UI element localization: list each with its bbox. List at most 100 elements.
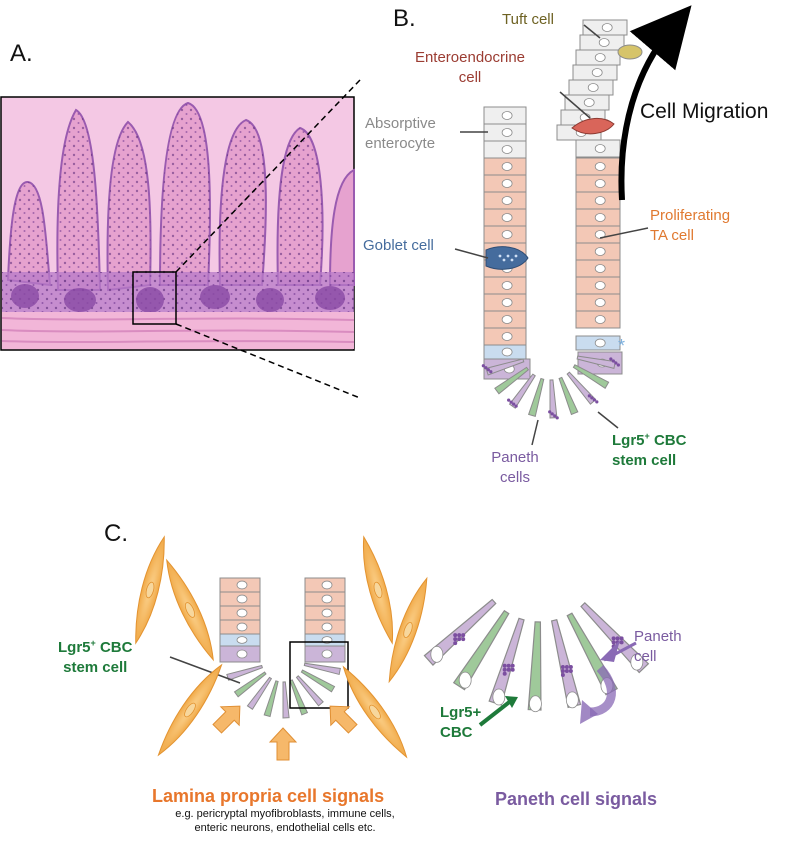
paneth-cell — [282, 681, 290, 719]
enterocyte-cell — [483, 106, 527, 125]
stem-cell — [233, 671, 267, 698]
ta-cell — [304, 605, 346, 621]
paneth-cell — [304, 645, 346, 663]
ta-cell — [304, 619, 346, 635]
panel-b-label: B. — [393, 5, 416, 32]
ta-cell — [575, 276, 621, 295]
stem-cell — [558, 376, 579, 416]
lgr5-stem-label-b: Lgr5+ CBC stem cell — [612, 431, 687, 469]
paneth-cell — [226, 664, 264, 681]
stem-cell — [527, 377, 545, 417]
tuft-cell — [617, 44, 643, 60]
ta-cell — [483, 208, 527, 227]
paneth-cells-label-b: Paneth cells — [491, 449, 539, 486]
stem-cell — [263, 680, 279, 718]
ta-cell — [575, 242, 621, 261]
enterocyte-cell — [483, 140, 527, 159]
ta-cell — [575, 157, 621, 176]
enterocyte-cell — [575, 49, 621, 66]
ta-cell — [483, 327, 527, 346]
ta-cell — [483, 310, 527, 329]
ta-cell — [304, 577, 346, 593]
signal-arrow — [212, 705, 241, 734]
zoom-line-bottom — [175, 323, 361, 399]
lamina-propria-title: Lamina propria cell signals — [152, 786, 385, 806]
ta-cell — [483, 174, 527, 193]
stem-cell — [572, 364, 610, 389]
paneth-cell — [485, 358, 525, 376]
enterocyte-cell — [572, 64, 618, 81]
signal-arrows — [212, 705, 358, 761]
stem-cell — [300, 669, 336, 693]
enteroendocrine-cell — [571, 118, 615, 135]
crypt-diagram-small — [219, 577, 346, 719]
ta-cell — [219, 619, 261, 635]
crypt-villus-diagram — [481, 19, 643, 420]
fibroblast-cell — [157, 663, 223, 757]
signal-arrow — [329, 705, 358, 734]
ta-cell — [483, 225, 527, 244]
transit-cell — [304, 633, 346, 647]
paneth-cell — [508, 373, 536, 409]
fibroblast-cell — [388, 576, 428, 684]
paneth-cell — [295, 675, 324, 707]
ta-cell — [483, 276, 527, 295]
tuft-cell-label: Tuft cell — [502, 11, 554, 28]
paneth-signal-arrow — [589, 664, 616, 717]
ta-cell — [219, 591, 261, 607]
fibroblast-cell — [166, 558, 214, 662]
ta-cell — [219, 577, 261, 593]
stem-cell — [289, 679, 309, 716]
fibroblast-cell — [135, 535, 165, 645]
paneth-cell — [488, 617, 525, 706]
paneth-signals-title: Paneth cell signals — [495, 789, 658, 809]
lamina-propria-examples: e.g. pericryptal myofibroblasts, immune … — [175, 808, 395, 834]
ta-cell — [575, 191, 621, 210]
goblet-cell — [485, 246, 529, 270]
enteroendocrine-label: Enteroendocrine cell — [414, 49, 526, 86]
signal-arrow — [268, 727, 298, 761]
paneth-cell — [550, 618, 582, 709]
enterocyte-cell — [568, 79, 614, 96]
stem-leader-c — [169, 656, 241, 684]
ta-cell — [219, 605, 261, 621]
stem-pointer-c — [478, 698, 514, 727]
lgr5-cbc-zoom-label: Lgr5+ CBC — [440, 704, 482, 741]
ta-cell — [304, 591, 346, 607]
migration-arrow — [618, 5, 692, 201]
fibroblast-cell — [342, 665, 408, 759]
stem-cell — [452, 609, 510, 691]
ta-cell — [483, 191, 527, 210]
ta-cell — [575, 259, 621, 278]
absorptive-enterocyte-label: Absorptive enterocyte — [365, 115, 436, 152]
cell-migration-label: Cell Migration — [640, 100, 769, 123]
enterocyte-cell — [579, 34, 625, 51]
enterocyte-cell — [582, 19, 628, 36]
enterocyte-cell — [575, 139, 621, 158]
histology-panel — [0, 96, 355, 351]
panel-c-label: C. — [104, 520, 128, 547]
transit-cell — [483, 344, 527, 360]
ta-cell — [575, 293, 621, 312]
lamina-propria-cells — [135, 535, 428, 759]
ta-cell — [483, 157, 527, 176]
transit-cell — [219, 633, 261, 647]
enterocyte-cell — [483, 123, 527, 142]
ta-cell — [575, 208, 621, 227]
panel-a-label: A. — [10, 40, 33, 67]
stem-cell — [494, 366, 530, 395]
zoom-line-top — [175, 79, 361, 273]
ta-cell — [575, 174, 621, 193]
proliferating-ta-label: Proliferating TA cell — [650, 207, 731, 244]
paneth-cell — [303, 662, 341, 676]
ta-cell — [575, 310, 621, 329]
stem-cell — [527, 621, 542, 711]
paneth-cell — [246, 676, 273, 711]
lgr5-stem-label-c: Lgr5+ CBC stem cell — [58, 638, 133, 676]
goblet-cell-label: Goblet cell — [363, 237, 434, 254]
paneth-cell — [423, 598, 497, 666]
transit-cell — [575, 335, 621, 351]
ta-cell — [483, 293, 527, 312]
